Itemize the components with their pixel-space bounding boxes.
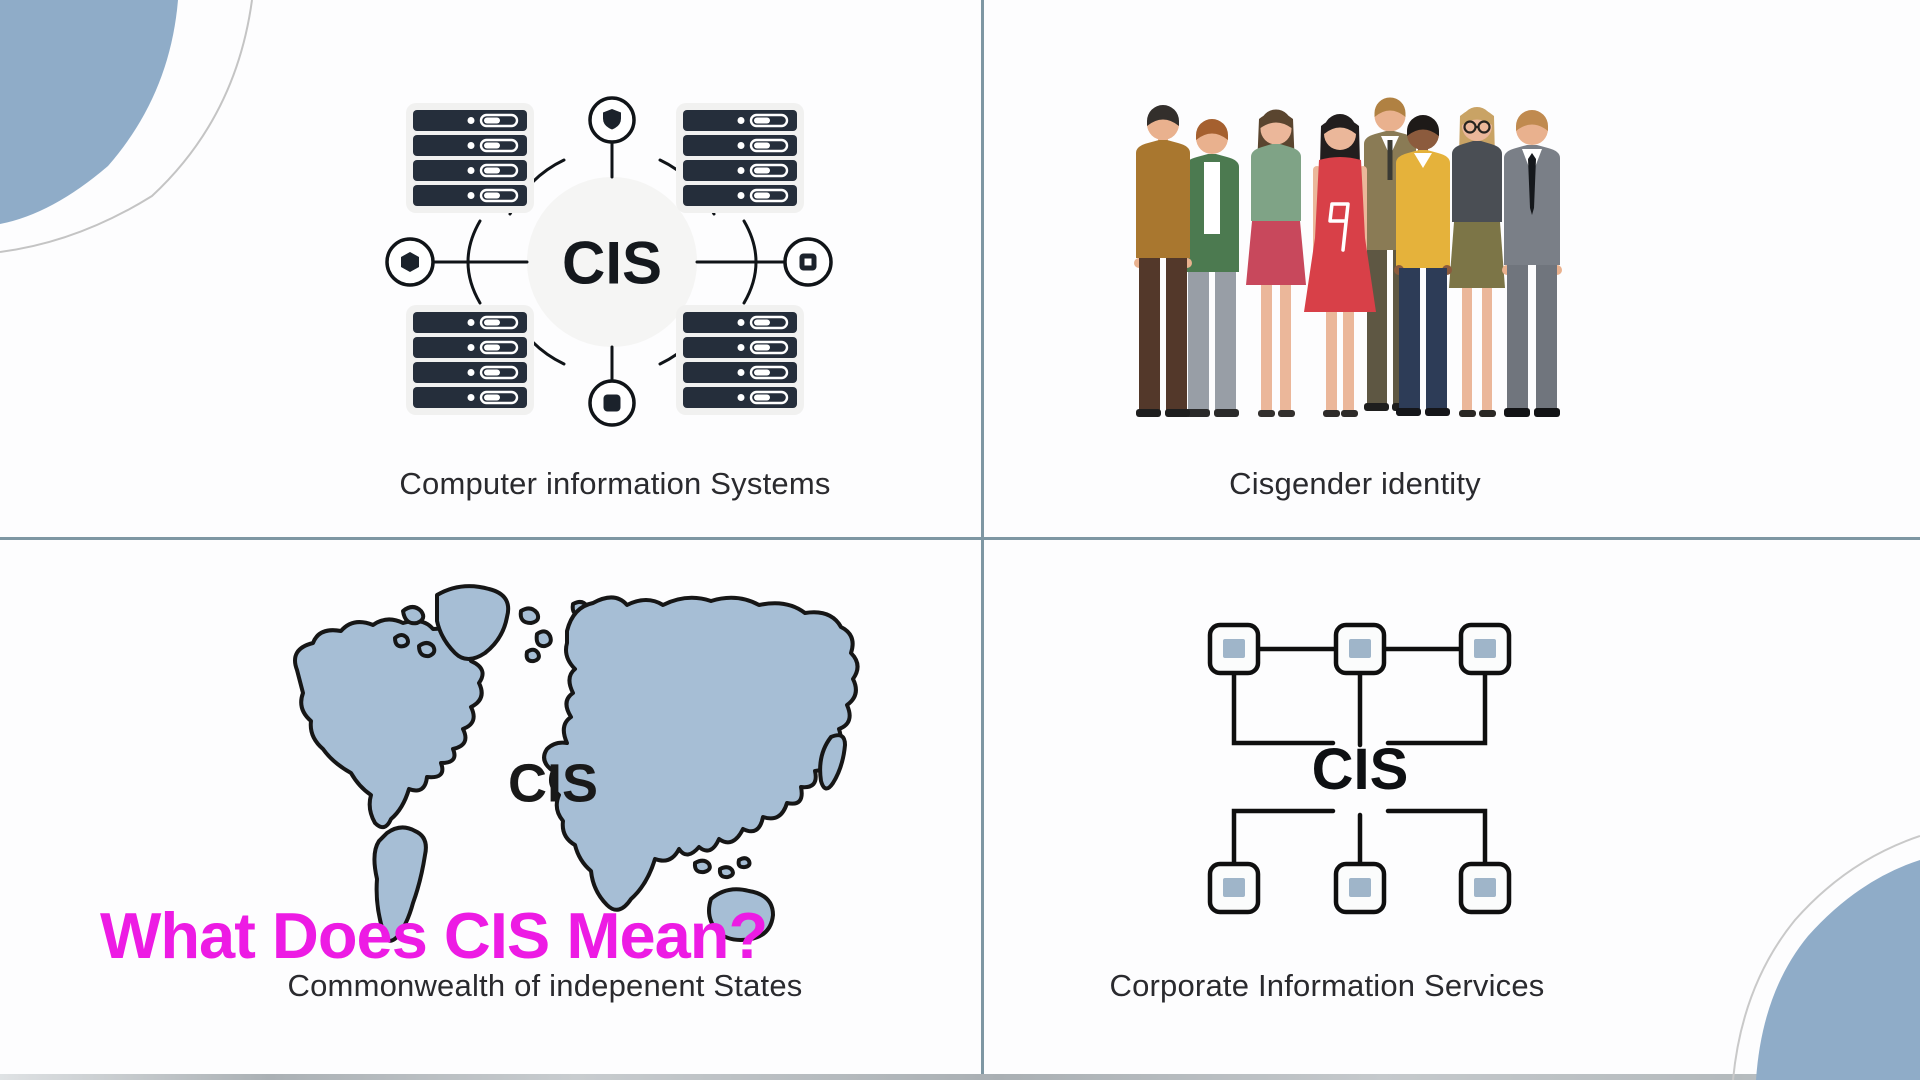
- people-group-icon: [1134, 97, 1562, 417]
- caption-corporate-information-services: Corporate Information Services: [1109, 968, 1545, 1003]
- person-figure-mustard-sweater: [1134, 105, 1192, 417]
- hub-circle: [527, 177, 697, 347]
- quadrant-divider-horizontal: [0, 537, 1920, 540]
- necktie: [1528, 153, 1536, 215]
- cis-acronym-hub: CIS: [562, 230, 662, 297]
- caption-cisgender-identity: Cisgender identity: [1229, 466, 1481, 501]
- network-node-circles: [385, 96, 833, 427]
- person-figure-green-top: [1246, 109, 1306, 417]
- person-figure-yellow-sweater: [1394, 115, 1452, 416]
- dress-number-glyph: [1328, 202, 1350, 252]
- corner-outline-bottom-right: [1732, 835, 1920, 1080]
- person-figure-red-dress: [1304, 114, 1376, 417]
- cis-acronym-map: CIS: [508, 753, 598, 813]
- hexagon-node-icon: [401, 252, 419, 272]
- cis-acronym-network: CIS: [1312, 737, 1409, 802]
- server-network-hub-icon: CIS: [385, 96, 833, 427]
- network-nodes-icon: CIS: [1207, 622, 1512, 915]
- world-map-icon: CIS: [293, 584, 860, 943]
- person-figure-blonde-glasses: [1449, 107, 1505, 417]
- lock-node-inner: [804, 258, 812, 266]
- bottom-edge-bar: [0, 1074, 1920, 1080]
- shield-icon: [603, 109, 621, 130]
- caption-commonwealth-of-independent-states: Commonwealth of indepenent States: [287, 968, 803, 1003]
- node-connector-lines: [1231, 646, 1488, 867]
- corner-blob-bottom-right: [1756, 860, 1920, 1080]
- quadrant-divider-vertical: [981, 0, 984, 1080]
- corner-blob-top-left: [0, 0, 178, 224]
- corner-outline-top-left: [0, 0, 253, 253]
- caption-computer-information-systems: Computer information Systems: [399, 466, 831, 501]
- square-node-icon: [603, 394, 621, 412]
- person-figure-gray-suit: [1502, 110, 1562, 417]
- page-title: What Does CIS Mean?: [100, 899, 768, 972]
- person-figure-green-jacket: [1185, 119, 1239, 417]
- network-node-squares: [1207, 622, 1512, 915]
